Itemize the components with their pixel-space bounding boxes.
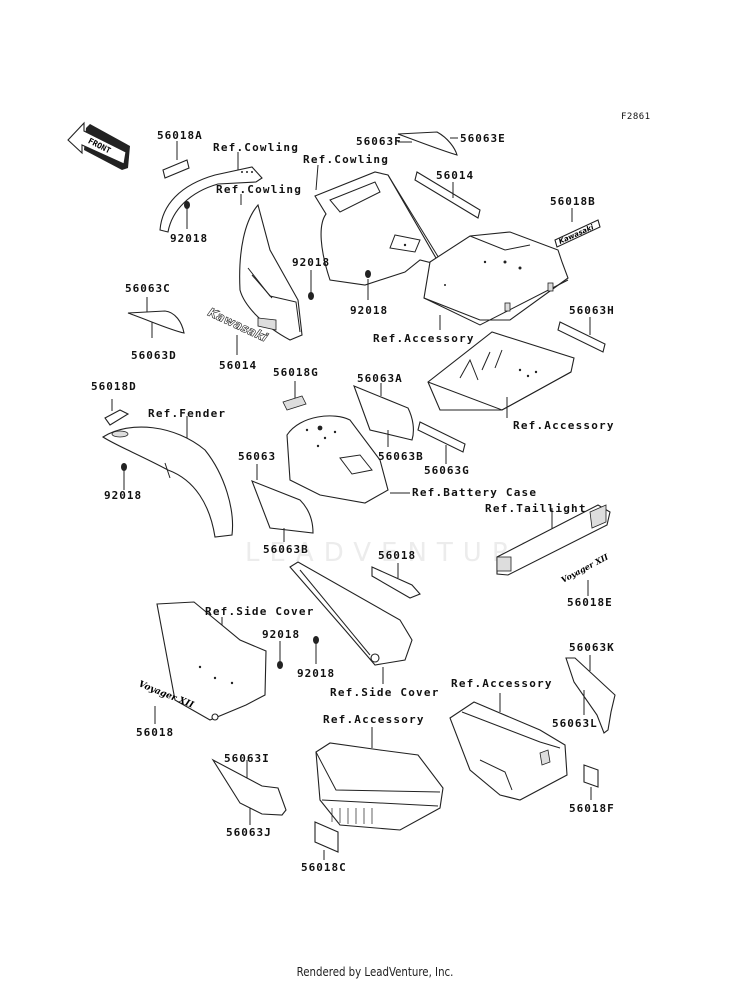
part-56018E-voyager-emblem: Voyager XII	[559, 551, 610, 596]
part-56018F-tag	[583, 764, 599, 800]
part-cowling-fairing	[314, 164, 446, 286]
callout-56063B[interactable]: 56063B	[263, 543, 309, 556]
callout-ref-battery-case[interactable]: Ref.Battery Case	[412, 486, 538, 499]
callout-56063C[interactable]: 56063C	[125, 282, 171, 295]
part-56063C-56063D-gasket	[127, 297, 185, 338]
part-trunk-lid	[423, 231, 569, 330]
part-92018-grommet	[313, 636, 319, 664]
callout-56018C[interactable]: 56018C	[301, 861, 347, 874]
watermark: LEADVENTURE	[245, 538, 547, 568]
part-56063H-stripe	[557, 317, 606, 353]
callout-ref-accessory[interactable]: Ref.Accessory	[513, 419, 615, 432]
callout-56018B[interactable]: 56018B	[550, 195, 596, 208]
callout-56063K[interactable]: 56063K	[569, 641, 615, 654]
part-92018-grommet	[184, 201, 190, 229]
callout-56014[interactable]: 56014	[436, 169, 475, 182]
callout-56018F[interactable]: 56018F	[569, 802, 615, 815]
part-56018C-tag	[314, 821, 339, 860]
callout-92018[interactable]: 92018	[297, 667, 336, 680]
callout-56063L[interactable]: 56063L	[552, 717, 598, 730]
callout-56063E[interactable]: 56063E	[460, 132, 506, 145]
callout-56018[interactable]: 56018	[136, 726, 175, 739]
part-56063-56063B-gasket	[251, 464, 314, 542]
callout-56018D[interactable]: 56018D	[91, 380, 137, 393]
part-left-saddlebag	[315, 727, 444, 831]
part-56063G-stripe	[417, 421, 466, 464]
callout-ref-fender[interactable]: Ref.Fender	[148, 407, 227, 420]
part-taillight	[496, 504, 611, 576]
callout-ref-taillight[interactable]: Ref.Taillight	[485, 502, 587, 515]
part-56063I-56063J-gasket	[211, 758, 287, 825]
callout-56063D[interactable]: 56063D	[131, 349, 177, 362]
callout-56018A[interactable]: 56018A	[157, 129, 203, 142]
part-56063A-56063B-gasket	[353, 383, 414, 447]
part-right-saddlebag	[449, 693, 568, 801]
callout-ref-cowling[interactable]: Ref.Cowling	[216, 183, 303, 196]
callout-92018[interactable]: 92018	[170, 232, 209, 245]
callout-92018[interactable]: 92018	[350, 304, 389, 317]
figure-number: F2861	[621, 112, 651, 122]
emblem-text: Voyager XII	[559, 551, 610, 584]
part-front-fender	[101, 416, 234, 538]
callout-ref-cowling[interactable]: Ref.Cowling	[303, 153, 390, 166]
part-battery-case-cover	[286, 415, 410, 504]
callout-ref-accessory[interactable]: Ref.Accessory	[451, 677, 553, 690]
part-56018B-kawasaki-emblem: Kawasaki	[554, 208, 601, 248]
callout-56063F[interactable]: 56063F	[356, 135, 402, 148]
callout-ref-accessory[interactable]: Ref.Accessory	[323, 713, 425, 726]
part-left-side-cover	[156, 601, 267, 721]
callout-56014[interactable]: 56014	[219, 359, 258, 372]
callout-56018[interactable]: 56018	[378, 549, 417, 562]
part-56014-stripe	[414, 171, 481, 219]
part-right-side-cover	[289, 561, 413, 684]
footer-credit: Rendered by LeadVenture, Inc.	[296, 965, 454, 979]
part-cowling-strip	[159, 152, 263, 233]
callout-56018G[interactable]: 56018G	[273, 366, 319, 379]
part-56018-emblem	[371, 563, 421, 599]
part-56018A-decal	[162, 141, 190, 179]
part-56063K-56063L-gasket	[565, 655, 616, 734]
callout-92018[interactable]: 92018	[292, 256, 331, 269]
part-inner-cowling-left	[239, 194, 303, 341]
callout-ref-cowling[interactable]: Ref.Cowling	[213, 141, 300, 154]
callout-56063I[interactable]: 56063I	[224, 752, 270, 765]
callout-56018E[interactable]: 56018E	[567, 596, 613, 609]
part-56018D-tag	[104, 399, 130, 426]
part-92018-grommet	[365, 270, 371, 300]
part-56018G-tag	[282, 381, 307, 411]
part-92018-grommet	[121, 463, 127, 490]
part-56063E-56063F-gasket	[397, 131, 458, 156]
callout-56063G[interactable]: 56063G	[424, 464, 470, 477]
front-arrow-icon: FRONT	[67, 121, 130, 170]
part-92018-grommet	[277, 641, 283, 669]
callout-56063H[interactable]: 56063H	[569, 304, 615, 317]
part-trunk-base	[427, 331, 575, 418]
callout-ref-side-cover[interactable]: Ref.Side Cover	[205, 605, 315, 618]
callout-92018[interactable]: 92018	[104, 489, 143, 502]
callout-ref-side-cover[interactable]: Ref.Side Cover	[330, 686, 440, 699]
part-92018-grommet	[308, 270, 314, 300]
emblem-text: Kawasaki	[558, 223, 596, 246]
callout-56063J[interactable]: 56063J	[226, 826, 272, 839]
callout-56063[interactable]: 56063	[238, 450, 277, 463]
callout-92018[interactable]: 92018	[262, 628, 301, 641]
callout-56063B[interactable]: 56063B	[378, 450, 424, 463]
callout-ref-accessory[interactable]: Ref.Accessory	[373, 332, 475, 345]
callout-56063A[interactable]: 56063A	[357, 372, 403, 385]
